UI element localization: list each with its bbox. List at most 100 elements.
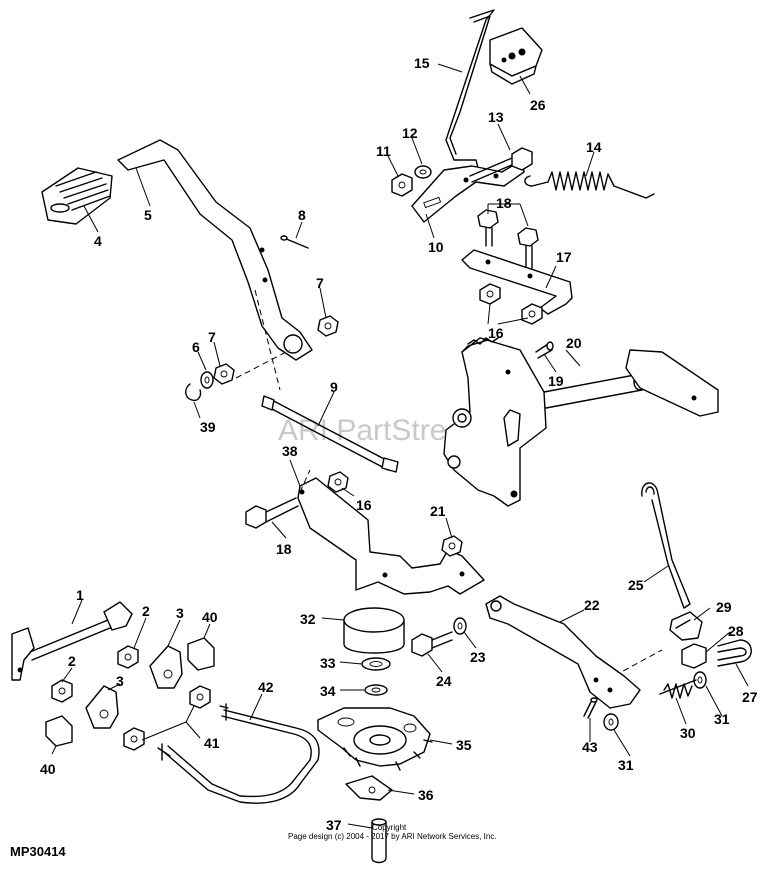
part-39-clip[interactable]	[185, 383, 202, 402]
callout-12: 12	[402, 125, 418, 141]
callout-29: 29	[716, 599, 732, 615]
callout-37: 37	[326, 817, 342, 833]
callout-35: 35	[456, 737, 472, 753]
callout-31-b: 31	[618, 757, 634, 773]
callout-11: 11	[376, 143, 391, 159]
callout-10: 10	[428, 239, 444, 255]
part-2-nut-upper[interactable]	[117, 645, 139, 669]
part-9-rod[interactable]	[261, 395, 399, 473]
part-16-nut-lower[interactable]	[327, 471, 349, 493]
dashed-guide-5	[254, 289, 281, 391]
callout-34: 34	[320, 683, 336, 699]
part-31-washer-left[interactable]	[603, 713, 619, 731]
callout-1: 1	[76, 587, 84, 603]
part-15-rod[interactable]	[445, 9, 495, 177]
callout-41: 41	[204, 735, 220, 751]
part-43-cotter-pin[interactable]	[583, 697, 598, 719]
part-16-nut-upper-a[interactable]	[479, 283, 501, 305]
part-40-block-upper[interactable]	[187, 637, 215, 671]
callout-14: 14	[586, 139, 602, 155]
part-41-nut-lower[interactable]	[123, 727, 145, 751]
callout-16-b: 16	[356, 497, 372, 513]
part-14-spring[interactable]	[524, 171, 655, 199]
part-42-rod[interactable]	[157, 703, 320, 804]
callout-7-a: 7	[316, 275, 324, 291]
part-4-pedal-pad[interactable]	[41, 167, 113, 225]
part-28-nut[interactable]	[681, 643, 707, 669]
callout-25: 25	[628, 577, 644, 593]
part-22-arm[interactable]	[485, 595, 641, 709]
callout-4: 4	[94, 233, 102, 249]
part-19-pin[interactable]	[535, 341, 554, 359]
part-10-bracket[interactable]	[411, 159, 525, 223]
part-7-nut-upper[interactable]	[317, 315, 339, 337]
part-11-nut[interactable]	[391, 173, 413, 197]
part-30-spring[interactable]	[659, 679, 697, 699]
part-3-cam-upper[interactable]	[149, 645, 183, 689]
part-25-lever[interactable]	[641, 482, 691, 609]
part-16-nut-upper-b[interactable]	[521, 303, 543, 325]
part-12-washer[interactable]	[414, 165, 432, 179]
part-7-nut-lower[interactable]	[213, 363, 235, 385]
part-8-pin[interactable]	[280, 235, 309, 249]
callout-36: 36	[418, 787, 434, 803]
callout-18-b: 18	[276, 541, 292, 557]
callout-33: 33	[320, 655, 336, 671]
callout-43: 43	[582, 739, 598, 755]
callout-2-a: 2	[142, 603, 150, 619]
copyright-line-2: Page design (c) 2004 - 2017 by ARI Netwo…	[288, 832, 497, 841]
callout-17: 17	[556, 249, 572, 265]
callout-15: 15	[414, 55, 430, 71]
part-24-bolt[interactable]	[411, 631, 453, 657]
part-13-bolt[interactable]	[469, 147, 533, 183]
part-6-washer[interactable]	[200, 371, 214, 389]
callout-8: 8	[298, 207, 306, 223]
part-38-bracket[interactable]	[297, 477, 485, 595]
callout-13: 13	[488, 109, 504, 125]
callout-18-a: 18	[496, 195, 512, 211]
part-40-block-lower[interactable]	[45, 715, 73, 747]
part-31-washer-right[interactable]	[693, 671, 707, 689]
callout-31-a: 31	[714, 711, 730, 727]
part-18-bolt-upper-b[interactable]	[517, 227, 539, 269]
dashed-guide-38	[299, 469, 311, 493]
part-26-cam[interactable]	[489, 27, 543, 85]
part-33-washer[interactable]	[361, 657, 391, 671]
part-20-shaft-assembly[interactable]	[443, 337, 719, 507]
part-32-cylinder[interactable]	[343, 607, 405, 654]
part-5-pedal-arm[interactable]	[117, 139, 313, 361]
callout-21: 21	[430, 503, 446, 519]
callout-40-a: 40	[202, 609, 218, 625]
callout-38: 38	[282, 443, 298, 459]
dashed-guide-7	[235, 349, 291, 379]
callout-5: 5	[144, 207, 152, 223]
part-1-rod[interactable]	[11, 601, 133, 681]
callout-19: 19	[548, 373, 564, 389]
part-3-cam-lower[interactable]	[85, 685, 119, 729]
part-18-bolt-lower[interactable]	[245, 497, 299, 529]
part-29-clamp[interactable]	[669, 611, 703, 641]
diagram-code: MP30414	[10, 844, 66, 859]
part-41-nut-upper[interactable]	[189, 685, 211, 709]
callout-40-b: 40	[40, 761, 56, 777]
part-36-bracket[interactable]	[345, 775, 393, 801]
callout-27: 27	[742, 689, 758, 705]
part-21-nut[interactable]	[441, 535, 463, 557]
callout-22: 22	[584, 597, 600, 613]
part-18-bolt-upper-a[interactable]	[477, 209, 499, 247]
part-2-nut-lower[interactable]	[51, 679, 73, 703]
callout-16-a: 16	[488, 325, 504, 341]
leader-lines	[51, 63, 749, 829]
part-23-washer[interactable]	[453, 617, 467, 635]
part-27-u-bolt[interactable]	[717, 639, 752, 667]
callout-39: 39	[200, 419, 216, 435]
callout-30: 30	[680, 725, 696, 741]
part-37-pin[interactable]	[371, 818, 387, 864]
callout-6: 6	[192, 339, 200, 355]
part-17-plate[interactable]	[461, 249, 573, 315]
part-34-washer[interactable]	[364, 684, 388, 696]
callout-32: 32	[300, 611, 316, 627]
part-35-gear[interactable]	[317, 707, 433, 771]
